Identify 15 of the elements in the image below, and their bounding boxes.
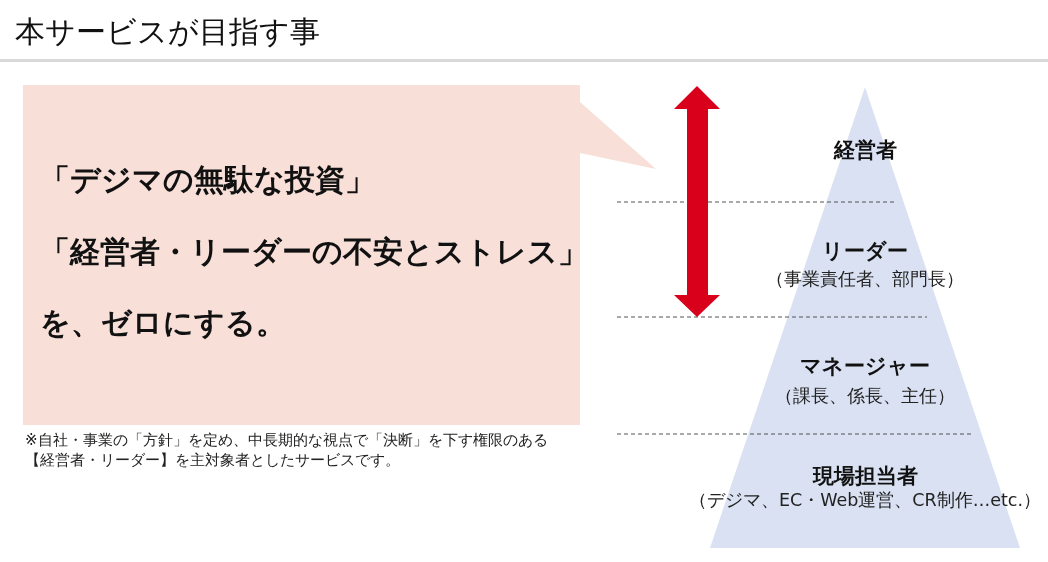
footnote: ※自社・事業の「方針」を定め、中長期的な視点で「決断」を下す権限のある【経営者・リーダー】を主対象者としたサービスです。 bbox=[25, 430, 549, 470]
slide-title: 本サービスが目指す事 bbox=[15, 14, 320, 50]
callout-text: を、ゼロにする。 bbox=[40, 305, 286, 341]
callout-text: 「経営者・リーダーの不安とストレス」 bbox=[40, 234, 588, 270]
tier-title: マネージャー bbox=[800, 354, 930, 379]
speech-bubble bbox=[23, 85, 656, 425]
pyramid-tier bbox=[748, 317, 982, 434]
tier-description: （課長、係長、主任） bbox=[775, 385, 955, 407]
tier-description: （デジマ、EC・Web運営、CR制作…etc.） bbox=[688, 489, 1042, 511]
pyramid-tier bbox=[826, 87, 904, 202]
tier-title: 現場担当者 bbox=[812, 464, 918, 489]
callout-text: 「デジマの無駄な投資」 bbox=[40, 162, 375, 198]
tier-title: リーダー bbox=[822, 239, 908, 264]
tier-description: （事業責任者、部門長） bbox=[766, 268, 964, 290]
tier-title: 経営者 bbox=[833, 138, 897, 163]
